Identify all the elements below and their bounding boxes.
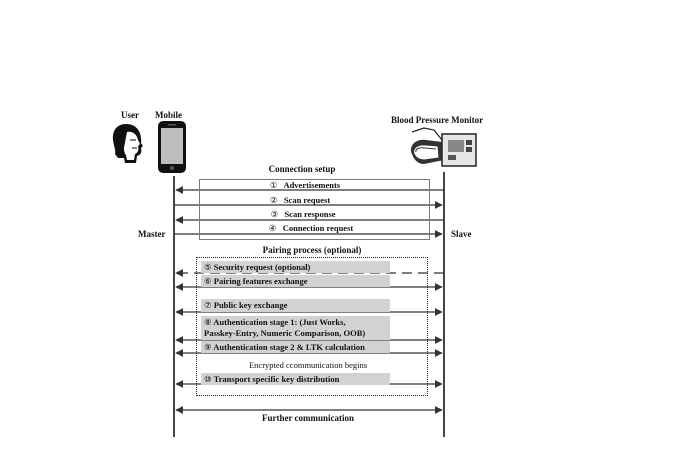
step-text: Pairing features exchange — [213, 276, 308, 286]
connection-setup-title: Connection setup — [268, 164, 336, 174]
step-number: ⑧ — [204, 317, 212, 327]
master-label: Master — [138, 229, 166, 239]
step-auth-stage2-bg — [201, 341, 390, 353]
step-pairing-features-bg — [201, 275, 390, 287]
step-auth-stage1-line2: Passkey-Entry, Numeric Comparison, OOB) — [204, 328, 365, 338]
encrypted-communication-note: Encrypted ccommunication begins — [248, 360, 368, 370]
step-security-request: ⑤ Security request (optional) — [204, 262, 310, 273]
step-security-bg — [201, 261, 390, 273]
step-public-key-bg — [201, 299, 390, 312]
step-pairing-features: ⑥ Pairing features exchange — [204, 276, 308, 287]
user-head-icon — [112, 124, 143, 163]
step-auth-stage2: ⑨ Authentication stage 2 & LTK calculati… — [204, 342, 365, 353]
step-text: Security request (optional) — [213, 262, 311, 272]
message-scan-response: ③ Scan response — [270, 209, 335, 220]
mobile-phone-icon — [158, 121, 186, 173]
step-text: Authentication stage 1: (Just Works, — [213, 317, 346, 327]
further-communication-label: Further communication — [261, 413, 355, 423]
step-number: ④ — [268, 223, 277, 233]
user-label: User — [121, 110, 139, 120]
message-scan-request: ② Scan request — [270, 195, 330, 206]
device-label: Blood Pressure Monitor — [391, 115, 484, 125]
step-number: ⑩ — [204, 374, 212, 384]
connection-setup-box — [199, 179, 430, 240]
mobile-label: Mobile — [155, 110, 182, 120]
pairing-process-title: Pairing process (optional) — [262, 245, 362, 255]
message-text: Advertisements — [283, 180, 341, 190]
step-number: ⑤ — [204, 262, 212, 272]
message-text: Scan request — [283, 195, 331, 205]
step-text: Authentication stage 2 & LTK calculation — [213, 342, 365, 352]
step-key-distribution: ⑩ Transport specific key distribution — [204, 374, 339, 385]
step-public-key: ⑦ Public key exchange — [204, 300, 287, 311]
step-text: Public key exchange — [213, 300, 288, 310]
blood-pressure-monitor-icon — [410, 127, 477, 167]
step-auth-stage1-bg — [201, 316, 390, 340]
step-number: ③ — [270, 209, 279, 219]
step-number: ⑦ — [204, 300, 212, 310]
message-text: Connection request — [282, 223, 354, 233]
message-text: Scan response — [284, 209, 336, 219]
step-key-distribution-bg — [201, 373, 390, 385]
slave-label: Slave — [451, 229, 472, 239]
step-auth-stage1: ⑧ Authentication stage 1: (Just Works, — [204, 317, 346, 328]
message-connection-request: ④ Connection request — [269, 223, 353, 234]
step-text: Transport specific key distribution — [213, 374, 340, 384]
step-number: ② — [269, 195, 278, 205]
step-number: ⑨ — [204, 342, 212, 352]
step-text: Passkey-Entry, Numeric Comparison, OOB) — [204, 328, 366, 338]
step-number: ⑥ — [204, 276, 212, 286]
message-advertisements: ① Advertisements — [270, 180, 340, 191]
pairing-process-box — [196, 257, 428, 396]
step-number: ① — [269, 180, 278, 190]
